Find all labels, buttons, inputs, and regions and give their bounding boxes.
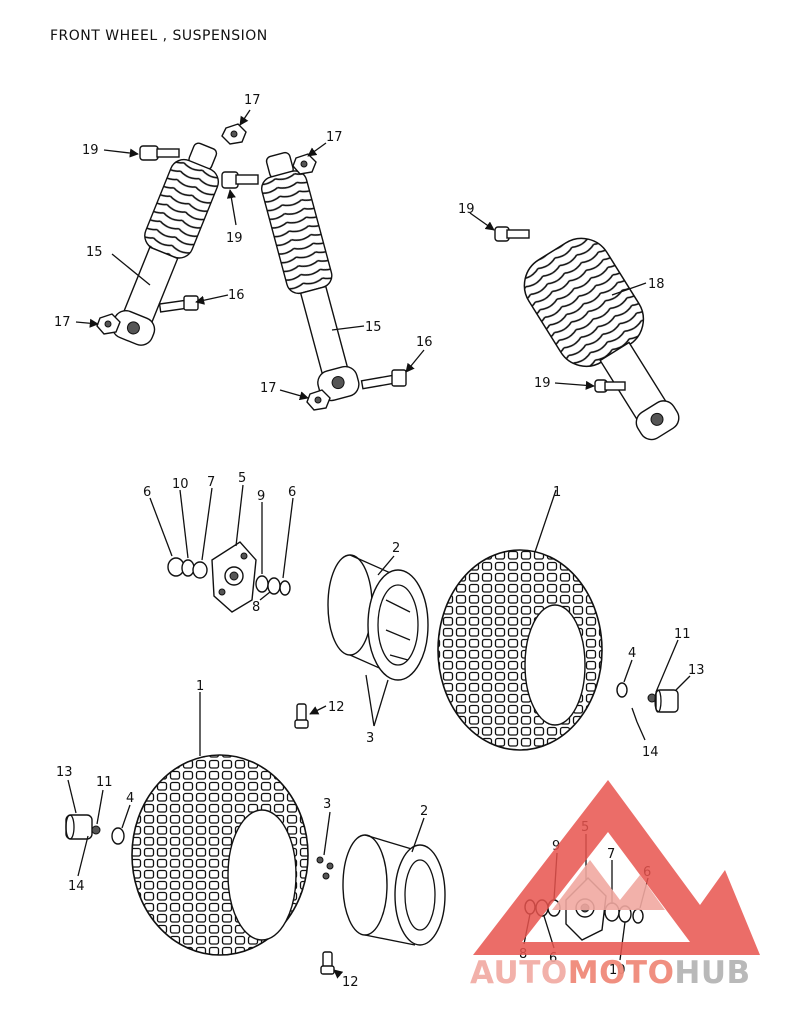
nut-17b	[292, 153, 317, 175]
callout-17: 17	[326, 130, 343, 145]
callout-4: 4	[126, 791, 134, 806]
rim-lower	[342, 834, 446, 946]
callout-7: 7	[207, 475, 215, 490]
bolt-19a	[139, 145, 180, 161]
watermark-auto: AUTO	[470, 955, 568, 991]
callout-13: 13	[688, 663, 705, 678]
callout-12: 12	[342, 975, 359, 990]
cap-and-washer-upper	[616, 682, 679, 723]
bolt-16b	[360, 369, 407, 390]
callout-12: 12	[328, 700, 345, 715]
callout-labels: 17 19 17 19 15 16 17 15 16 17 19 18 19 6…	[54, 93, 705, 990]
leader-lines	[67, 109, 691, 979]
callout-16: 16	[228, 288, 245, 303]
nut-17d	[306, 389, 331, 411]
watermark-logo: AUTOMOTOHUB	[470, 780, 760, 991]
callout-9: 9	[257, 489, 265, 504]
callout-7: 7	[607, 847, 615, 862]
shock-absorber-right	[523, 237, 680, 441]
callout-17: 17	[244, 93, 261, 108]
tire-lower	[131, 754, 309, 956]
lug-bolt-12b	[320, 951, 335, 975]
callout-3: 3	[366, 731, 374, 746]
callout-2: 2	[420, 804, 428, 819]
callout-11: 11	[674, 627, 691, 642]
callout-14: 14	[68, 879, 85, 894]
callout-16: 16	[416, 335, 433, 350]
watermark-moto: MOTO	[568, 955, 675, 991]
callout-1: 1	[196, 679, 204, 694]
lug-bolt-12a	[294, 703, 309, 729]
callout-1: 1	[553, 485, 561, 500]
nut-17a	[221, 123, 247, 145]
shock-absorber-left	[111, 142, 220, 346]
rim-upper	[327, 554, 429, 681]
callout-6: 6	[549, 951, 557, 966]
callout-10: 10	[172, 477, 189, 492]
diagram-title: FRONT WHEEL , SUSPENSION	[50, 28, 268, 44]
callout-3: 3	[323, 797, 331, 812]
cap-and-washer-lower	[65, 814, 125, 845]
callout-5: 5	[238, 471, 246, 486]
watermark-hub: HUB	[674, 955, 750, 991]
callout-13: 13	[56, 765, 73, 780]
bolt-19b	[221, 171, 259, 189]
callout-17: 17	[54, 315, 71, 330]
callout-9: 9	[552, 839, 560, 854]
callout-19: 19	[534, 376, 551, 391]
callout-19: 19	[82, 143, 99, 158]
bolt-19d	[594, 379, 626, 393]
callout-6: 6	[143, 485, 151, 500]
bolt-19c	[494, 226, 530, 242]
lug-nuts-3b	[316, 856, 334, 880]
watermark-text: AUTOMOTOHUB	[470, 955, 751, 991]
callout-8: 8	[252, 600, 260, 615]
callout-2: 2	[392, 541, 400, 556]
callout-14: 14	[642, 745, 659, 760]
tire-upper	[437, 549, 603, 751]
callout-18: 18	[648, 277, 665, 292]
bolt-16a	[158, 295, 199, 313]
shock-absorber-middle	[261, 151, 360, 402]
hub-assembly-upper	[167, 541, 291, 613]
callout-19: 19	[458, 202, 475, 217]
callout-10: 10	[609, 963, 626, 978]
callout-17: 17	[260, 381, 277, 396]
callout-19: 19	[226, 231, 243, 246]
callout-15: 15	[365, 320, 382, 335]
callout-4: 4	[628, 646, 636, 661]
callout-15: 15	[86, 245, 103, 260]
callout-6: 6	[288, 485, 296, 500]
callout-11: 11	[96, 775, 113, 790]
